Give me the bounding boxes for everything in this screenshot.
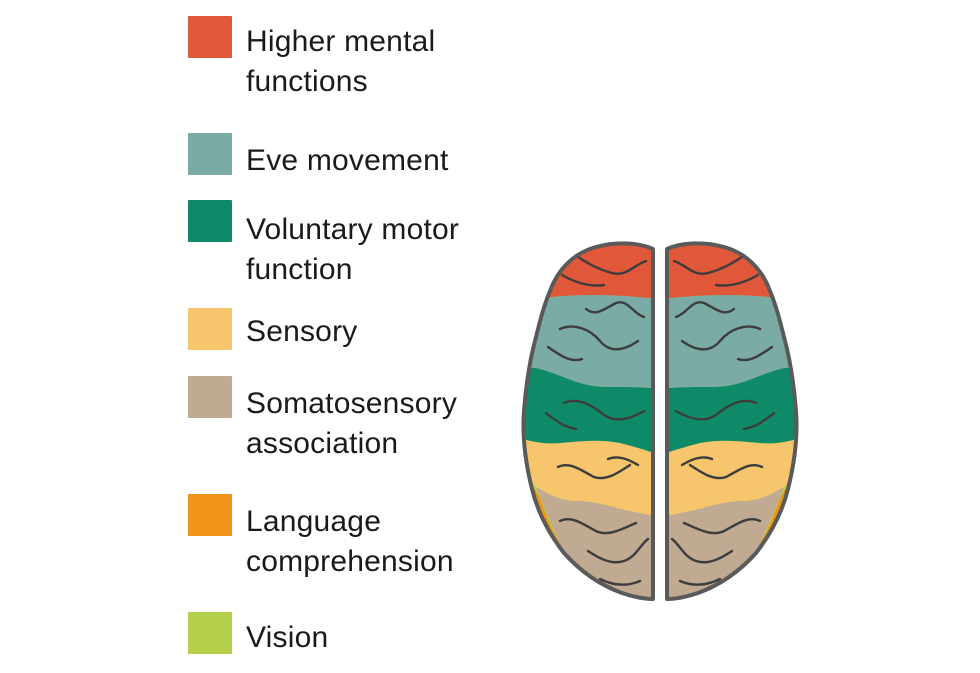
legend-label-vision: Vision (246, 621, 329, 654)
brain-diagram (521, 241, 799, 601)
legend-swatch-higher-mental-functions (188, 16, 232, 58)
region-language-left (523, 461, 590, 565)
legend-swatch-eye-movement (188, 133, 232, 175)
region-motor-right (667, 367, 797, 455)
region-sensory-right (667, 431, 797, 517)
legend-swatch-voluntary-motor-function (188, 200, 232, 242)
legend-label-somatosensory-association: Somatosensory association (246, 387, 458, 460)
region-motor-left (523, 367, 654, 455)
legend-swatch-sensory (188, 308, 232, 350)
gyri-right (670, 251, 776, 586)
legend-label-sensory: Sensory (246, 315, 358, 348)
legend-label-language-comprehension: Language comprehension (246, 505, 454, 578)
gyri-left (544, 251, 650, 586)
legend-swatch-language-comprehension (188, 494, 232, 536)
legend-label-eye-movement: Eve movement (246, 144, 449, 177)
region-sensory-left (523, 431, 654, 517)
right-hemisphere-outline (665, 241, 799, 601)
legend-swatch-vision (188, 612, 232, 654)
legend-label-voluntary-motor-function: Voluntary motor function (246, 213, 460, 286)
left-hemisphere-outline (521, 241, 655, 601)
region-language-right (730, 461, 797, 565)
legend-label-higher-mental-functions: Higher mental functions (246, 25, 436, 98)
legend-swatch-somatosensory-association (188, 376, 232, 418)
